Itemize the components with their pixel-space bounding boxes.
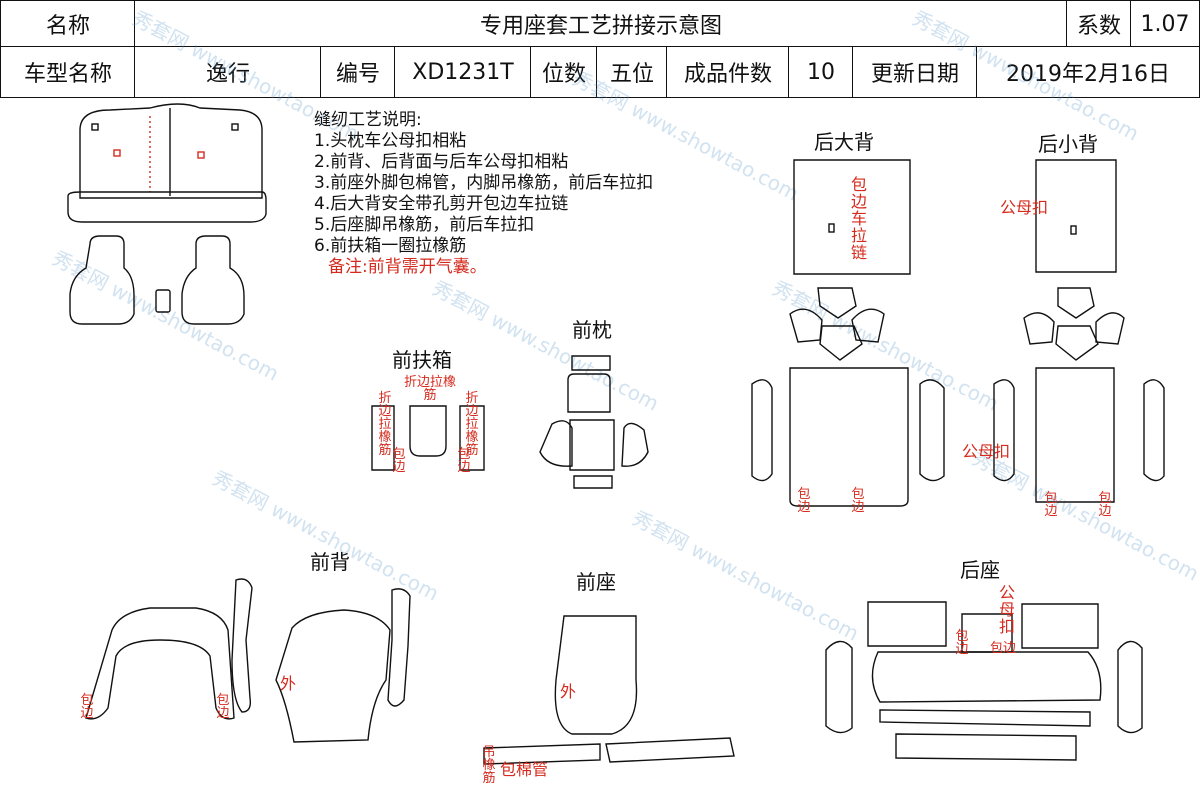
front-back-pieces — [85, 578, 411, 743]
annotation-binding: 包边 — [797, 487, 811, 515]
rear-big-back-pieces — [751, 159, 945, 507]
section-front-seat: 前座 — [576, 570, 616, 594]
section-rear-big-back: 后大背 — [814, 130, 874, 154]
note-item: 3.前座外脚包棉管，内脚吊橡筋，前后车拉扣 — [314, 173, 654, 193]
front-seat-pieces — [483, 615, 735, 765]
annotation-binding: 包边 — [990, 641, 1017, 656]
annotation-binding: 包边 — [851, 487, 865, 515]
rear-small-back-pieces — [993, 159, 1165, 503]
annotation-binding: 包边 — [457, 447, 471, 475]
annotation-hang-elastic: 吊橡筋 — [482, 745, 496, 786]
front-armrest-pieces — [371, 405, 485, 471]
annotation-binding: 包边 — [80, 693, 94, 721]
annotation-outer: 外 — [560, 682, 577, 701]
rear-seat-pieces — [825, 601, 1143, 761]
annotation-outer: 外 — [280, 674, 297, 693]
note-item: 2.前背、后背面与后车公母扣相粘 — [314, 152, 569, 172]
annotation-binding: 包边 — [1098, 491, 1112, 519]
annotation-fold-elastic: 折边拉橡筋 — [378, 391, 392, 458]
note-item: 4.后大背安全带孔剪开包边车拉链 — [314, 194, 569, 214]
section-rear-small-back: 后小背 — [1038, 132, 1098, 156]
header-coef-label: 系数 — [1066, 0, 1132, 48]
front-headrest-pieces — [539, 355, 649, 489]
annotation-snap: 公母扣 — [962, 442, 1011, 461]
section-front-armrest: 前扶箱 — [392, 348, 452, 372]
annotation-snap: 公母扣 — [1000, 198, 1049, 217]
note-item: 6.前扶箱一圈拉橡筋 — [314, 236, 467, 256]
header-coef-value: 1.07 — [1130, 0, 1200, 48]
annotation-cotton-tube: 包棉管 — [500, 760, 549, 779]
header-code-label: 编号 — [320, 46, 396, 98]
header-code-value: XD1231T — [394, 46, 532, 98]
section-rear-seat: 后座 — [960, 558, 1000, 582]
annotation-binding-zipper: 包边车拉链 — [850, 175, 867, 262]
seat-overview-front — [69, 235, 245, 325]
annotation-binding: 包边 — [216, 693, 230, 721]
annotation-binding: 包边 — [392, 447, 406, 475]
header-date-value: 2019年2月16日 — [976, 46, 1200, 98]
annotation-fold-elastic: 折边拉橡筋 — [465, 391, 479, 458]
notes-heading: 缝纫工艺说明: — [314, 110, 422, 130]
header-model-label: 车型名称 — [0, 46, 136, 98]
header-model-value: 逸行 — [134, 46, 322, 98]
header-seats-label: 位数 — [530, 46, 598, 98]
seat-overview-rear — [67, 103, 267, 223]
annotation-binding: 包边 — [1044, 491, 1058, 519]
section-front-headrest: 前枕 — [572, 318, 612, 342]
annotation-fold-elastic: 折边拉橡筋 — [404, 375, 457, 403]
annotation-binding: 包边 — [955, 629, 969, 657]
header-date-label: 更新日期 — [852, 46, 978, 98]
note-item: 1.头枕车公母扣相粘 — [314, 131, 467, 151]
note-item: 5.后座脚吊橡筋，前后车拉扣 — [314, 215, 535, 235]
header-seats-value: 五位 — [596, 46, 668, 98]
notes-remark: 备注:前背需开气囊。 — [328, 257, 487, 277]
header-name-label: 名称 — [0, 0, 136, 48]
annotation-snap: 公母扣 — [998, 583, 1015, 636]
section-front-back: 前背 — [310, 550, 350, 574]
sewing-notes: 缝纫工艺说明: 1.头枕车公母扣相粘 2.前背、后背面与后车公母扣相粘 3.前座… — [314, 110, 653, 278]
